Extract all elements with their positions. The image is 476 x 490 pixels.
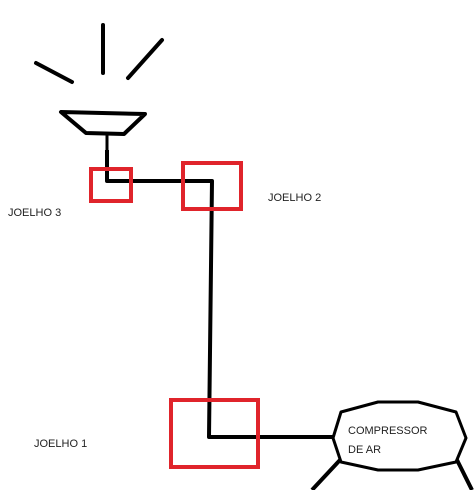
elbow-1-label: JOELHO 1 bbox=[34, 438, 87, 450]
compressor-label-line1: COMPRESSOR bbox=[348, 425, 428, 437]
compressor-base-left bbox=[310, 458, 342, 490]
spray-rays bbox=[34, 23, 164, 84]
nozzle-icon bbox=[59, 110, 147, 136]
elbow-1-box bbox=[169, 398, 260, 469]
elbow-2-box bbox=[181, 161, 243, 211]
elbow-3-label: JOELHO 3 bbox=[8, 207, 61, 219]
ray-left bbox=[34, 61, 74, 84]
ray-right bbox=[126, 38, 164, 80]
compressor-base-right bbox=[455, 459, 474, 490]
elbow-2-label: JOELHO 2 bbox=[268, 192, 321, 204]
compressor-label-line2: DE AR bbox=[348, 444, 381, 456]
elbow-3-box bbox=[89, 167, 133, 203]
